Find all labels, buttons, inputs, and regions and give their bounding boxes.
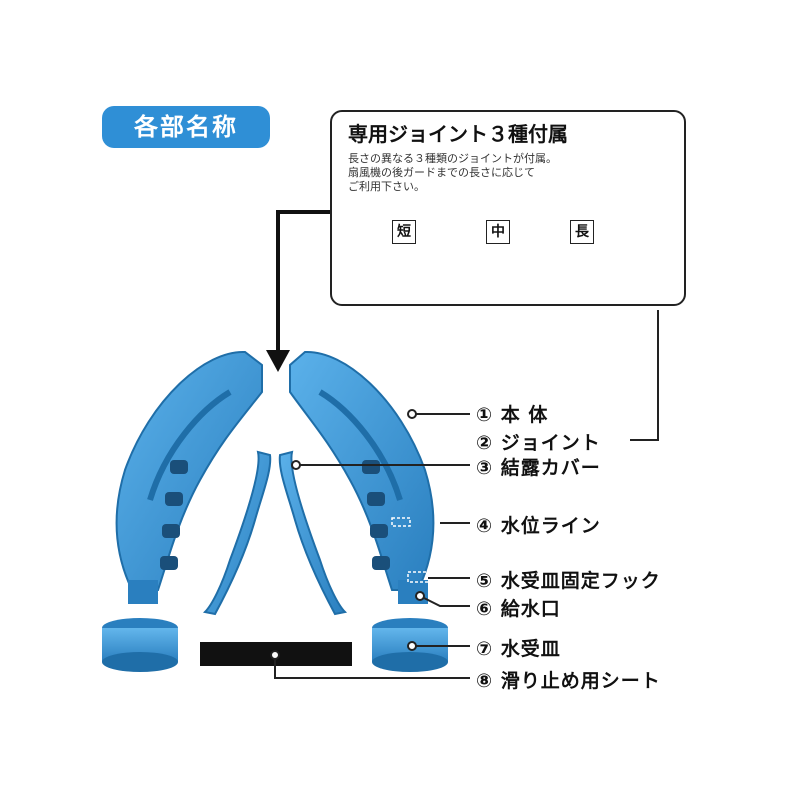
main-body-left xyxy=(117,352,262,604)
part-label-body: ① 本 体 xyxy=(476,400,548,427)
part-label-joint: ② ジョイント xyxy=(476,428,601,455)
callout-title: 専用ジョイント３種付属 xyxy=(348,118,568,147)
size-label-long: 長 xyxy=(570,220,594,244)
condensation-cover-left xyxy=(205,452,270,614)
part-label-condensation-cover: ③ 結露カバー xyxy=(476,453,601,480)
part-label-dish-hook: ⑤ 水受皿固定フック xyxy=(476,566,661,593)
section-title-badge: 各部名称 xyxy=(102,106,270,148)
part-label-water-dish: ⑦ 水受皿 xyxy=(476,634,561,661)
callout-description: 長さの異なる３種類のジョイントが付属。 扇風機の後ガードまでの長さに応じて ご利… xyxy=(348,152,678,194)
part-label-anti-slip-sheet: ⑧ 滑り止め用シート xyxy=(476,666,661,693)
part-label-water-level: ④ 水位ライン xyxy=(476,511,601,538)
callout-arrow-head xyxy=(266,350,290,372)
size-label-medium: 中 xyxy=(486,220,510,244)
condensation-cover-right xyxy=(280,452,345,614)
size-label-short: 短 xyxy=(392,220,416,244)
water-dish-left xyxy=(102,618,178,672)
callout-arrow-line xyxy=(278,212,330,352)
joint-callout: 専用ジョイント３種付属 長さの異なる３種類のジョイントが付属。 扇風機の後ガード… xyxy=(330,110,686,306)
part-label-water-inlet: ⑥ 給水口 xyxy=(476,594,561,621)
